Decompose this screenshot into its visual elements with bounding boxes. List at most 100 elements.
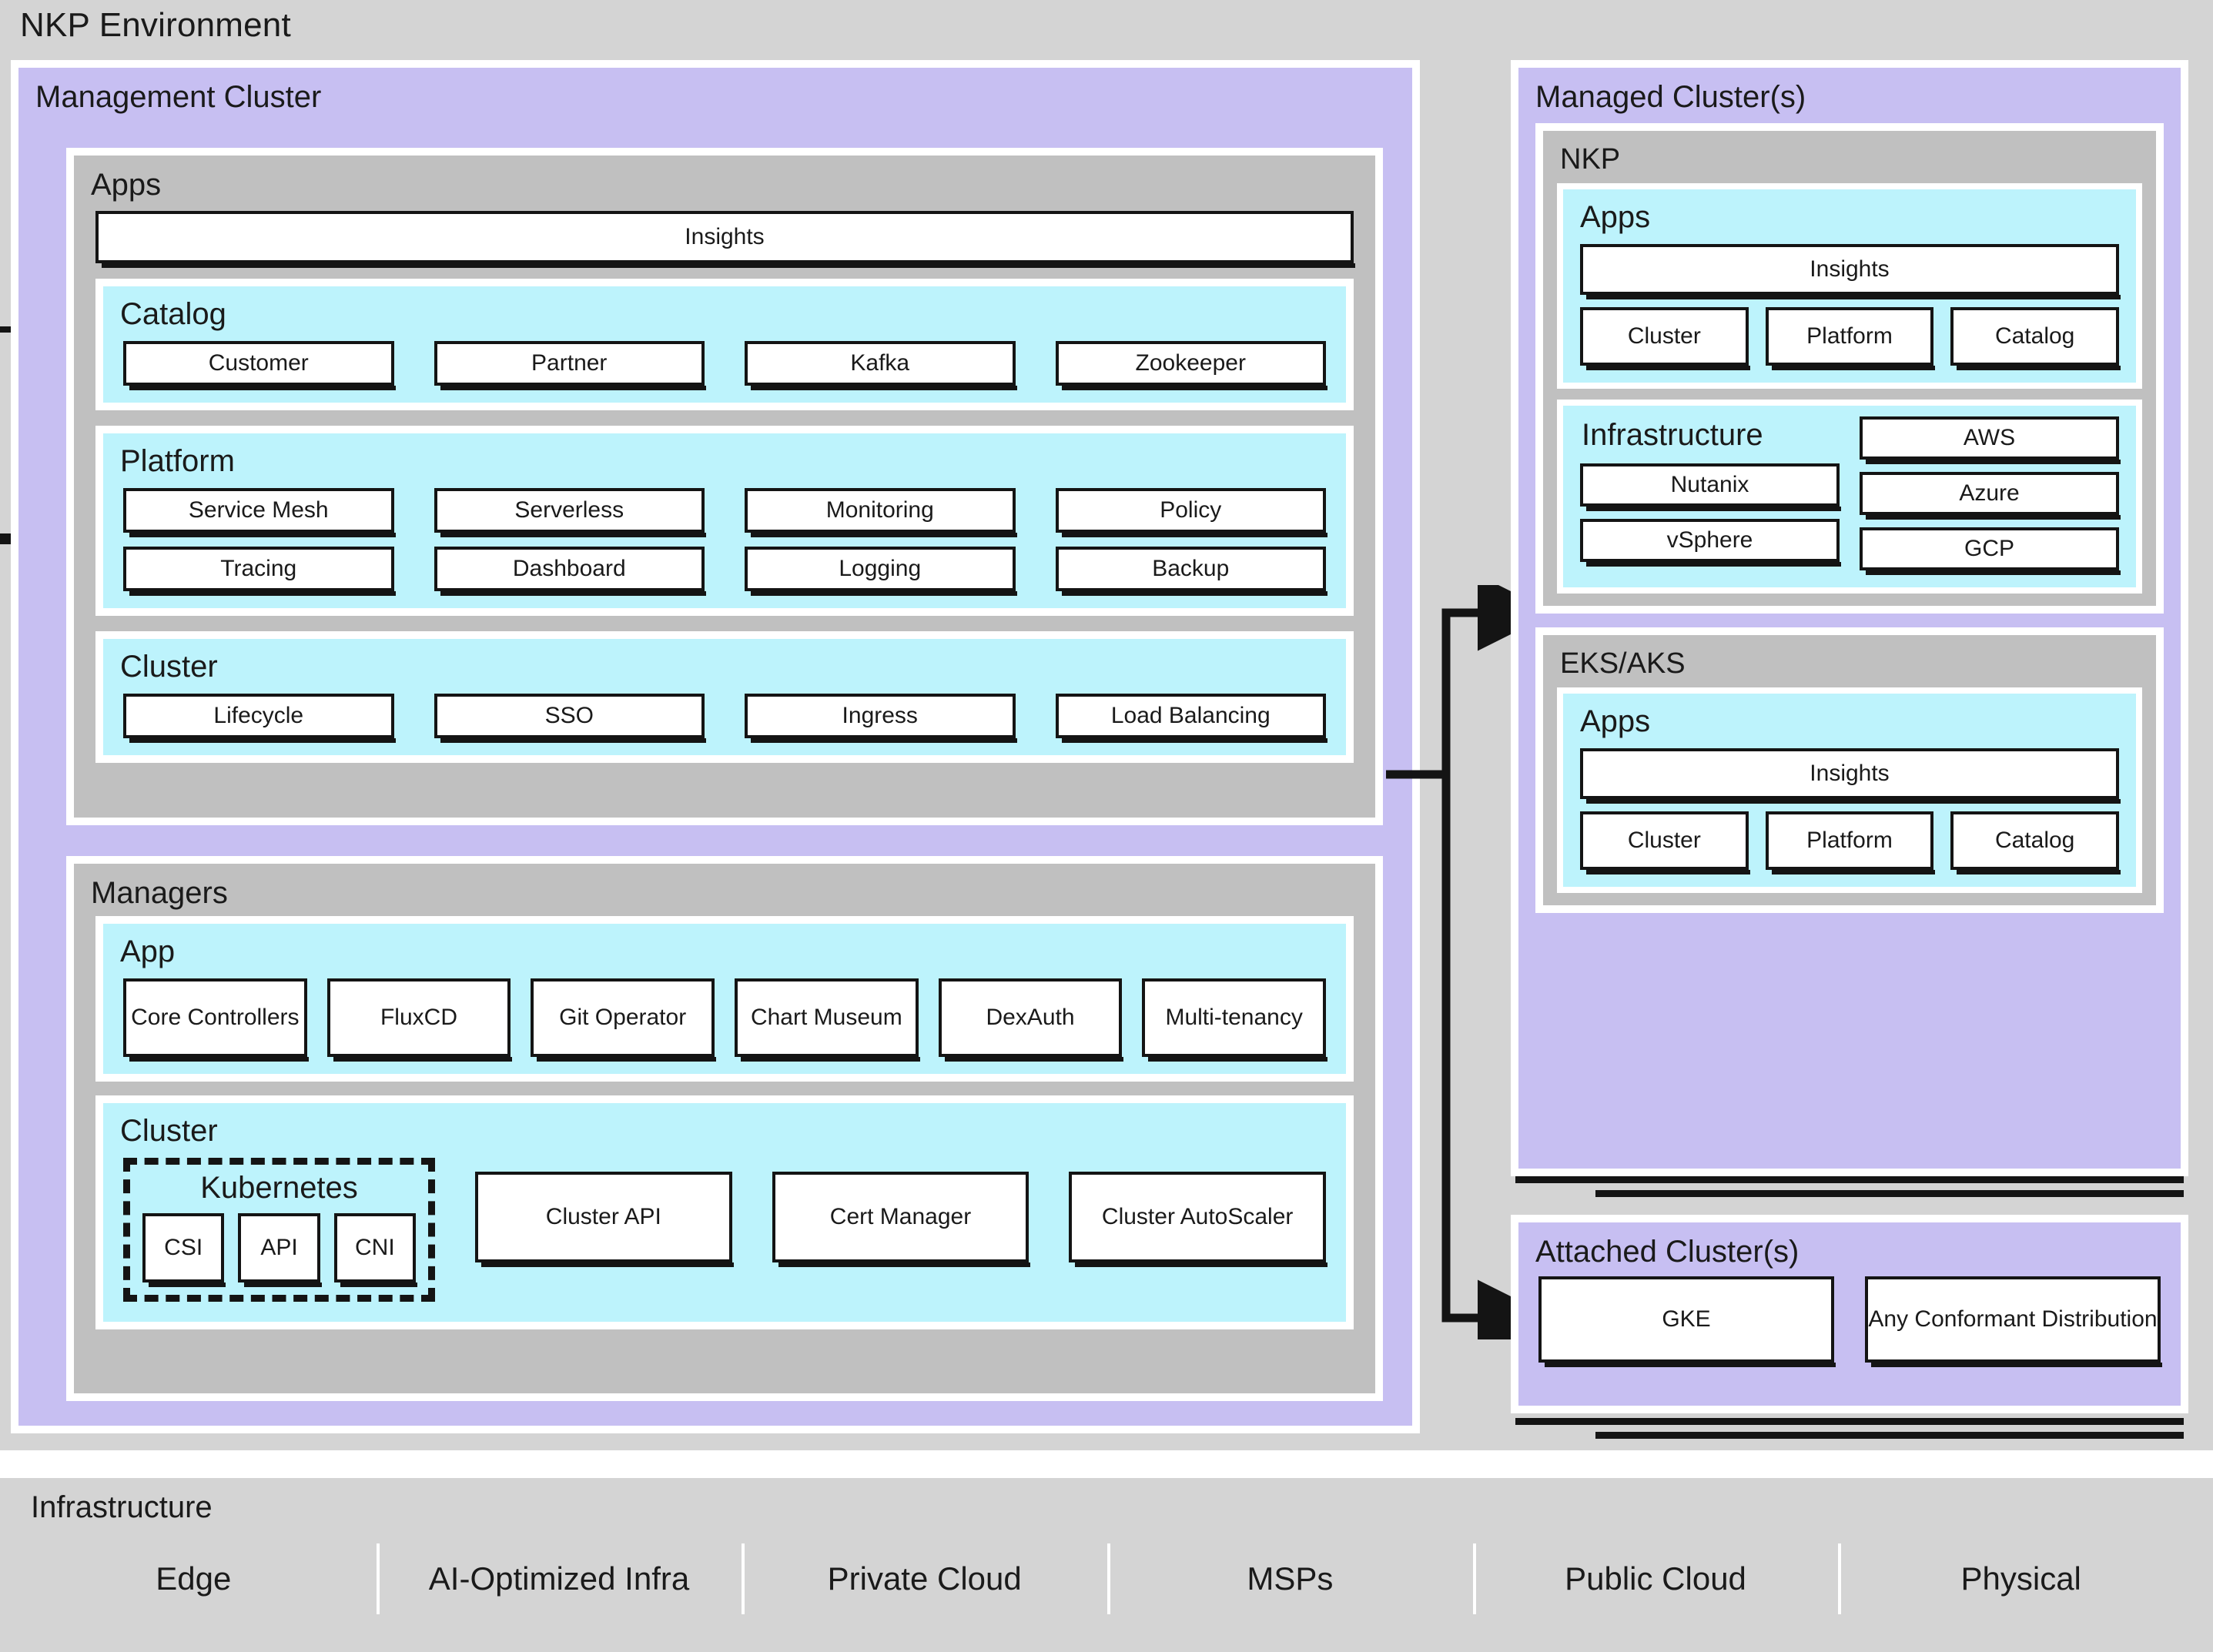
chip-load-balancing[interactable]: Load Balancing — [1055, 694, 1327, 743]
attached-clusters[interactable]: Attached Cluster(s) GKE Any Conformant D… — [1518, 1222, 2181, 1406]
chip-nkp-insights[interactable]: Insights — [1580, 244, 2121, 299]
infra-col-edge[interactable]: Edge — [156, 1560, 232, 1597]
chip-nkp-catalog[interactable]: Catalog — [1950, 307, 2121, 370]
eks-apps-chips: Cluster Platform Catalog — [1580, 811, 2121, 874]
attached-clusters-chips: GKE Any Conformant Distribution — [1518, 1267, 2181, 1367]
managers-app-chips: Core Controllers FluxCD Git Operator Cha… — [103, 978, 1346, 1062]
chip-csi[interactable]: CSI — [142, 1213, 226, 1287]
chip-logging[interactable]: Logging — [745, 547, 1016, 596]
nkp-infrastructure-frame: Infrastructure Nutanix vSphere AWS Azure… — [1557, 400, 2142, 594]
chip-nkp-cluster[interactable]: Cluster — [1580, 307, 1750, 370]
managed-clusters-title: Managed Cluster(s) — [1535, 80, 1806, 114]
management-cluster[interactable]: Management Cluster Apps Insights Catalog… — [18, 68, 1412, 1426]
nkp-infrastructure-group[interactable]: Infrastructure Nutanix vSphere AWS Azure… — [1563, 406, 2136, 587]
chip-nutanix[interactable]: Nutanix — [1580, 463, 1841, 511]
managers-section[interactable]: Managers App Core Controllers FluxCD Git… — [74, 864, 1375, 1393]
attached-clusters-title: Attached Cluster(s) — [1535, 1235, 1800, 1269]
kubernetes-title: Kubernetes — [200, 1171, 358, 1205]
managed-clusters-frame: Managed Cluster(s) NKP Apps Insights Clu… — [1511, 60, 2188, 1176]
chip-vsphere[interactable]: vSphere — [1580, 519, 1841, 567]
apps-cluster-group[interactable]: Cluster Lifecycle SSO Ingress Load Balan… — [103, 639, 1346, 755]
chip-nkp-platform[interactable]: Platform — [1765, 307, 1935, 370]
chip-core-controllers[interactable]: Core Controllers — [123, 978, 309, 1062]
catalog-group[interactable]: Catalog Customer Partner Kafka Zookeeper — [103, 286, 1346, 403]
infra-col-private-cloud[interactable]: Private Cloud — [742, 1539, 1107, 1619]
chip-gcp[interactable]: GCP — [1860, 527, 2121, 575]
chip-monitoring[interactable]: Monitoring — [745, 488, 1016, 537]
catalog-group-frame: Catalog Customer Partner Kafka Zookeeper — [95, 279, 1354, 410]
eks-apps-group[interactable]: Apps Insights Cluster Platform Catalog — [1563, 694, 2136, 887]
chip-fluxcd[interactable]: FluxCD — [326, 978, 512, 1062]
connector-arrows — [1386, 585, 1532, 1339]
chip-customer[interactable]: Customer — [123, 341, 395, 390]
chip-cluster-api[interactable]: Cluster API — [475, 1172, 734, 1267]
eks-aks-section[interactable]: EKS/AKS Apps Insights Cluster Platform C… — [1543, 635, 2156, 905]
eks-aks-title: EKS/AKS — [1560, 647, 1686, 680]
chip-any-conformant-distribution[interactable]: Any Conformant Distribution — [1865, 1276, 2162, 1367]
attached-clusters-frame: Attached Cluster(s) GKE Any Conformant D… — [1511, 1215, 2188, 1413]
chip-api[interactable]: API — [238, 1213, 322, 1287]
nkp-infrastructure-title: Infrastructure — [1582, 418, 1763, 452]
infrastructure-columns: Edge AI-Optimized Infra Private Cloud MS… — [11, 1539, 2204, 1619]
infra-col-msps[interactable]: MSPs — [1107, 1539, 1473, 1619]
apps-cluster-title: Cluster — [120, 650, 218, 684]
chip-eks-cluster[interactable]: Cluster — [1580, 811, 1750, 874]
platform-group-frame: Platform Service Mesh Serverless Monitor… — [95, 426, 1354, 616]
chip-gke[interactable]: GKE — [1538, 1276, 1836, 1367]
chip-lifecycle[interactable]: Lifecycle — [123, 694, 395, 743]
chip-multi-tenancy[interactable]: Multi-tenancy — [1142, 978, 1327, 1062]
infra-col-physical[interactable]: Physical — [1838, 1539, 2204, 1619]
managers-app-frame: App Core Controllers FluxCD Git Operator… — [95, 916, 1354, 1082]
managers-cluster-frame: Cluster Kubernetes CSI API CNI — [95, 1095, 1354, 1329]
nkp-section[interactable]: NKP Apps Insights Cluster Platform Catal… — [1543, 131, 2156, 606]
chip-policy[interactable]: Policy — [1055, 488, 1327, 537]
infra-col-ai-optimized-infra[interactable]: AI-Optimized Infra — [376, 1539, 742, 1619]
nkp-apps-chips: Cluster Platform Catalog — [1580, 307, 2121, 370]
eks-aks-frame: EKS/AKS Apps Insights Cluster Platform C… — [1535, 627, 2164, 913]
chip-eks-catalog[interactable]: Catalog — [1950, 811, 2121, 874]
chip-service-mesh[interactable]: Service Mesh — [123, 488, 395, 537]
chip-sso[interactable]: SSO — [434, 694, 706, 743]
chip-eks-platform[interactable]: Platform — [1765, 811, 1935, 874]
management-apps-title: Apps — [91, 168, 162, 202]
nkp-apps-frame: Apps Insights Cluster Platform Catalog — [1557, 183, 2142, 389]
chip-eks-insights[interactable]: Insights — [1580, 748, 2121, 804]
apps-cluster-chips: Lifecycle SSO Ingress Load Balancing — [103, 694, 1346, 743]
nkp-apps-group[interactable]: Apps Insights Cluster Platform Catalog — [1563, 189, 2136, 383]
edge-artifact-arrow-top — [0, 326, 14, 333]
chip-kafka[interactable]: Kafka — [745, 341, 1016, 390]
managers-app-group[interactable]: App Core Controllers FluxCD Git Operator… — [103, 924, 1346, 1074]
infra-col-public-cloud[interactable]: Public Cloud — [1472, 1539, 1839, 1619]
platform-title: Platform — [120, 444, 235, 478]
platform-group[interactable]: Platform Service Mesh Serverless Monitor… — [103, 433, 1346, 608]
chip-dexauth[interactable]: DexAuth — [938, 978, 1123, 1062]
infrastructure-bar[interactable]: Infrastructure Edge AI-Optimized Infra P… — [11, 1478, 2204, 1638]
chip-aws[interactable]: AWS — [1860, 416, 2121, 464]
apps-cluster-group-frame: Cluster Lifecycle SSO Ingress Load Balan… — [95, 631, 1354, 763]
chip-serverless[interactable]: Serverless — [434, 488, 706, 537]
chip-git-operator[interactable]: Git Operator — [531, 978, 716, 1062]
platform-chips: Service Mesh Serverless Monitoring Polic… — [103, 488, 1346, 596]
chip-zookeeper[interactable]: Zookeeper — [1055, 341, 1327, 390]
managed-clusters-stack-indicator — [1511, 1173, 2188, 1199]
infrastructure-bar-title: Infrastructure — [31, 1490, 213, 1524]
chip-insights[interactable]: Insights — [95, 211, 1355, 268]
chip-chart-museum[interactable]: Chart Museum — [735, 978, 920, 1062]
chip-cni[interactable]: CNI — [333, 1213, 418, 1287]
chip-backup[interactable]: Backup — [1055, 547, 1327, 596]
management-apps-section[interactable]: Apps Insights Catalog Customer Partner K… — [74, 156, 1375, 818]
chip-cert-manager[interactable]: Cert Manager — [772, 1172, 1030, 1267]
nkp-apps-title: Apps — [1580, 200, 1651, 234]
kubernetes-group[interactable]: Kubernetes CSI API CNI — [123, 1158, 435, 1302]
nkp-title: NKP — [1560, 143, 1621, 176]
chip-tracing[interactable]: Tracing — [123, 547, 395, 596]
catalog-title: Catalog — [120, 297, 226, 331]
managed-clusters[interactable]: Managed Cluster(s) NKP Apps Insights Clu… — [1518, 68, 2181, 1169]
chip-partner[interactable]: Partner — [434, 341, 706, 390]
chip-dashboard[interactable]: Dashboard — [434, 547, 706, 596]
managers-cluster-group[interactable]: Cluster Kubernetes CSI API CNI — [103, 1103, 1346, 1322]
chip-cluster-autoscaler[interactable]: Cluster AutoScaler — [1069, 1172, 1327, 1267]
chip-azure[interactable]: Azure — [1860, 472, 2121, 520]
catalog-chips: Customer Partner Kafka Zookeeper — [103, 341, 1346, 390]
chip-ingress[interactable]: Ingress — [745, 694, 1016, 743]
